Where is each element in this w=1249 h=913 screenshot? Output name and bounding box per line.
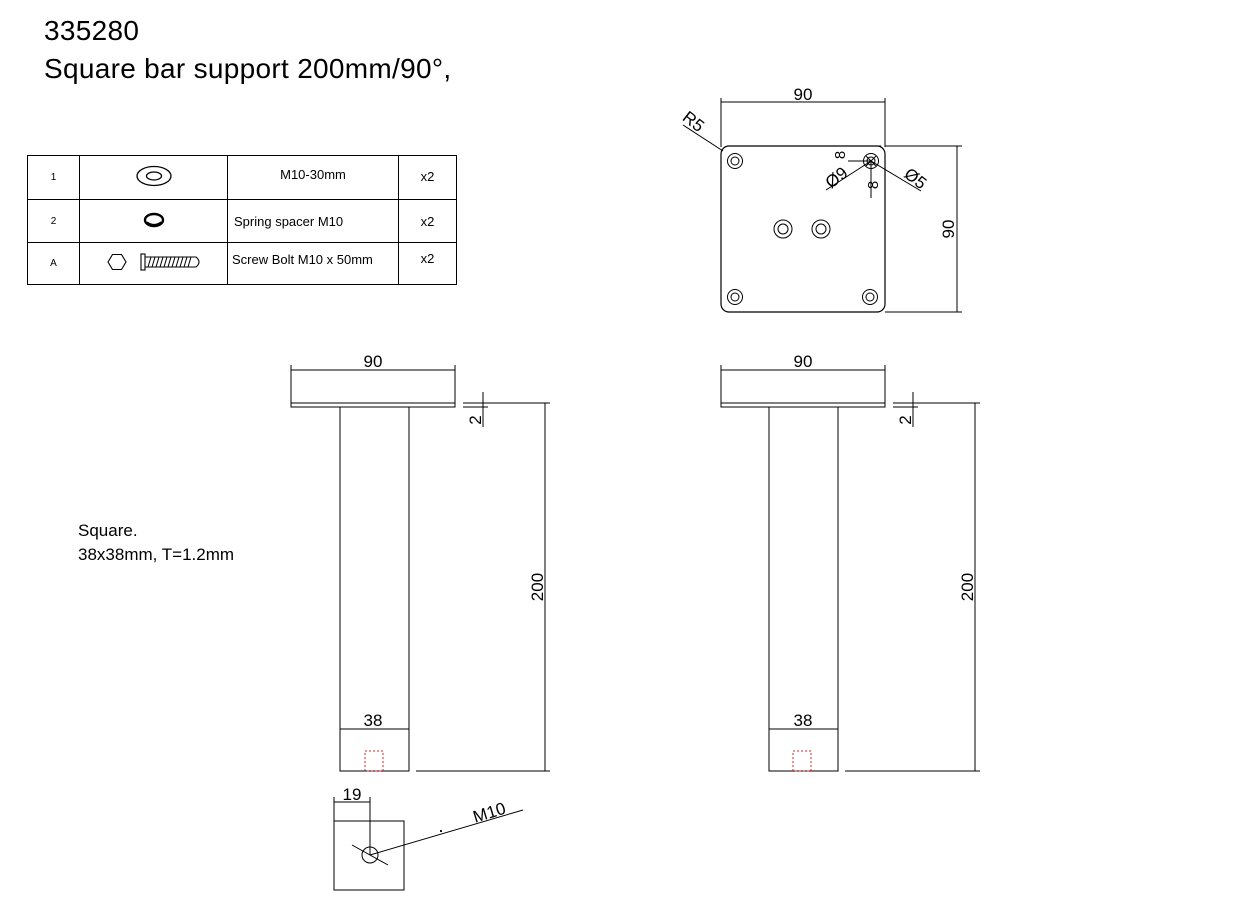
hole-small-label: Ø5 <box>901 164 931 193</box>
section-view <box>333 797 524 891</box>
section-offset-label: 19 <box>343 785 362 804</box>
screw-bolt-icon <box>79 242 228 285</box>
left-thickness-label: 2 <box>466 415 485 424</box>
side-view-right <box>720 365 980 772</box>
right-thickness-label: 2 <box>896 415 915 424</box>
plate-outline <box>720 145 886 313</box>
table-row: 1 M10-30mm x2 <box>27 155 457 200</box>
thread-leader <box>369 809 524 856</box>
radius-leader <box>682 124 724 152</box>
left-height-label: 200 <box>528 573 547 601</box>
note-line-2: 38x38mm, T=1.2mm <box>78 545 235 564</box>
plate-height-label: 90 <box>939 220 958 239</box>
part-description: M10-30mm <box>227 155 399 200</box>
right-tube-label: 38 <box>794 711 813 730</box>
plate-top-view <box>682 98 962 313</box>
part-index: 1 <box>27 155 80 200</box>
part-index: A <box>27 242 80 285</box>
left-width-label: 90 <box>364 352 383 371</box>
note-line-1: Square. <box>78 521 138 540</box>
part-qty: x2 <box>398 199 457 243</box>
offset-x-label: 8 <box>865 181 882 189</box>
thread-label: M10 <box>471 799 508 827</box>
part-description: Spring spacer M10 <box>227 199 399 243</box>
tube-left <box>339 406 410 772</box>
radius-label: R5 <box>679 107 708 135</box>
plate-width-label: 90 <box>794 85 813 104</box>
table-row: A Screw Bolt M10 x 50mm x2 <box>27 242 457 285</box>
mounting-holes <box>727 153 879 305</box>
table-row: 2 Spring spacer M10 x2 <box>27 199 457 243</box>
left-tube-label: 38 <box>364 711 383 730</box>
plate-right <box>720 402 886 408</box>
hole-large-label: Ø9 <box>822 163 852 192</box>
hole-small-leader <box>870 160 922 192</box>
plate-left <box>290 402 456 408</box>
title-block: 335280 Square bar support 200mm/90°, <box>44 12 451 88</box>
material-note: Square. 38x38mm, T=1.2mm <box>78 519 234 567</box>
part-qty: x2 <box>398 242 457 285</box>
right-width-label: 90 <box>794 352 813 371</box>
side-view-left <box>290 365 550 772</box>
part-description: Screw Bolt M10 x 50mm <box>227 242 399 285</box>
hole-large-leader <box>825 160 872 191</box>
product-name: Square bar support 200mm/90°, <box>44 53 452 84</box>
offset-y-label: 8 <box>832 151 849 159</box>
section-outline <box>333 820 405 891</box>
spring-washer-icon <box>79 199 228 243</box>
right-height-label: 200 <box>958 573 977 601</box>
parts-table: 1 M10-30mm x2 2 Spring spacer M10 x2 A <box>27 155 457 285</box>
product-code: 335280 <box>44 15 140 46</box>
